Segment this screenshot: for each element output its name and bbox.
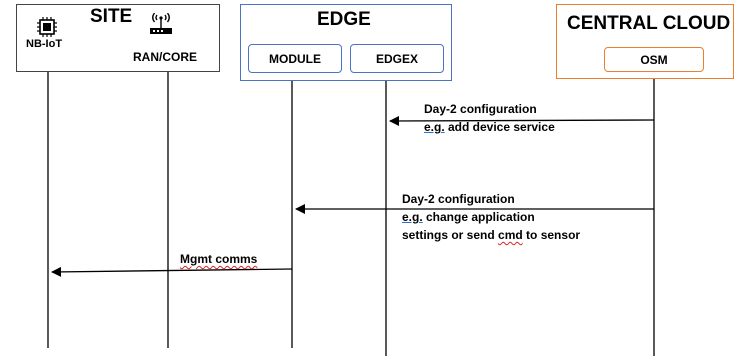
osm-box: OSM	[604, 47, 704, 72]
msg1-rest: add device service	[444, 120, 555, 134]
chip-icon	[37, 17, 57, 37]
msg1-line1: Day-2 configuration	[424, 102, 537, 116]
msg2-line1: Day-2 configuration	[402, 192, 515, 206]
module-box: MODULE	[248, 44, 342, 73]
msg2-line2: e.g. change application	[402, 208, 535, 226]
msg3-text: Mgmt comms	[180, 252, 258, 266]
edge-title: EDGE	[317, 9, 371, 30]
msg2-eg: e.g.	[402, 210, 423, 224]
central-cloud-title: CENTRAL CLOUD	[567, 13, 731, 34]
msg1-eg: e.g.	[424, 120, 445, 134]
edgex-box: EDGEX	[350, 44, 444, 73]
msg2-line3: settings or send cmd to sensor	[402, 226, 580, 244]
ran-core-label: RAN/CORE	[133, 50, 198, 64]
antenna-router-icon	[150, 13, 172, 34]
msg2-cmd: cmd	[498, 228, 523, 242]
msg2-line3-c: to sensor	[522, 228, 581, 242]
msg3-line1: Mgmt comms	[180, 250, 257, 268]
arrow-osm-to-edgex	[389, 115, 655, 126]
msg2-rest: change application	[422, 210, 535, 224]
arrow-module-to-nbiot	[51, 266, 293, 277]
nbiot-label: NB-IoT	[26, 38, 63, 50]
msg2-line3-a: settings or send	[402, 228, 499, 242]
site-box	[16, 4, 220, 72]
site-title: SITE	[90, 6, 133, 27]
msg1-line2: e.g. add device service	[424, 118, 555, 136]
